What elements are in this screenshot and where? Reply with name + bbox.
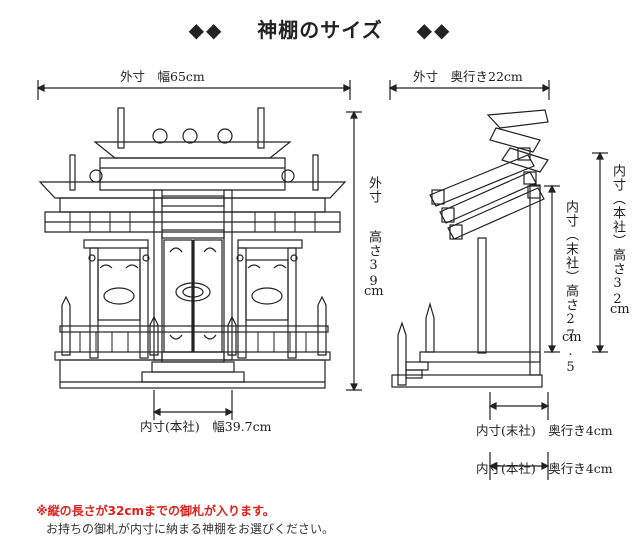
diamond-left-icon: ◆◆ [188,18,224,42]
front-inner-width-dimension [152,390,234,420]
side-outer-depth-label: 外寸 奥行き22cm [413,69,523,84]
side-shrine [391,109,549,388]
front-outer-height-label: 外寸 [366,176,381,204]
side-sub-depth-dimension [488,392,550,420]
side-inner-sub-height-unit: cm [562,330,582,345]
front-shrine [38,107,347,389]
front-width-dimension [36,80,352,100]
side-inner-sub-height-label: 内寸（末社）高さ27.5 [563,200,578,376]
side-inner-main-height-label: 内寸（本社）高さ32 [610,164,625,308]
advice-note: お持ちの御札が内寸に納まる神棚をお選びください。 [46,522,335,536]
title-text: 神棚のサイズ [257,18,383,42]
front-outer-height-value: 高さ39 [366,230,381,290]
front-outer-width-label: 外寸 幅65cm [120,69,205,84]
page-title: ◆◆ 神棚のサイズ ◆◆ [0,14,640,43]
front-height-dimension [346,110,362,392]
side-depth-dimension [388,80,551,100]
warning-note: ※縦の長さが32cmまでの御札が入ります。 [36,504,275,518]
side-inner-main-height-unit: cm [610,302,630,317]
side-main-height-dimension [592,151,608,354]
front-inner-width-label: 内寸(本社) 幅39.7cm [140,419,272,434]
diamond-right-icon: ◆◆ [416,18,452,42]
side-sub-height-dimension [544,184,560,354]
side-main-depth-dimension [488,452,550,480]
side-inner-sub-depth-label: 内寸(末社) 奥行き4cm [476,423,613,438]
front-outer-height-unit: cm [364,284,384,299]
side-inner-main-depth-label: 内寸(本社) 奥行き4cm [476,461,613,476]
